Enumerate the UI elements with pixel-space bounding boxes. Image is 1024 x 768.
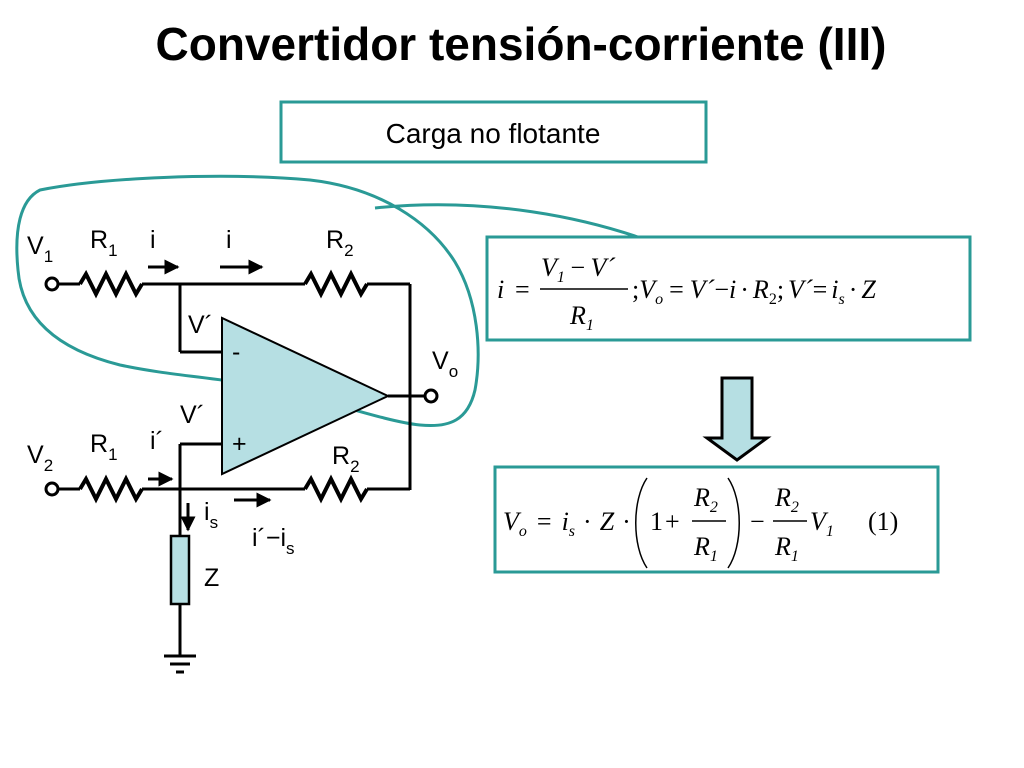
subtitle-text: Carga no flotante: [386, 118, 601, 149]
equation-box-2: Vo=is·Z· 1+ R2 R1 − R2 R1 V1 (1): [493, 465, 940, 574]
label-z: Z: [204, 564, 219, 592]
label-i-right: i: [226, 226, 232, 254]
resistor-r2-top: [303, 269, 369, 299]
eq2-right-paren: [727, 477, 740, 569]
eq1-equals: =: [515, 275, 530, 304]
eq2-one-plus: 1+: [650, 507, 680, 536]
opamp-plus-sign: +: [232, 430, 247, 458]
opamp-triangle: [221, 316, 391, 476]
eq1-num: V1−V´: [541, 253, 616, 286]
terminal-vo: [423, 388, 439, 404]
down-arrow-icon: [702, 376, 772, 462]
subtitle-box: [279, 100, 708, 164]
eq2-frac1-num: R2: [693, 483, 718, 516]
label-i-prime-minus-is: i´−is: [252, 524, 295, 558]
opamp-minus-sign: -: [232, 338, 240, 366]
label-r1-top: R1: [90, 226, 118, 260]
label-r1-bottom: R1: [90, 430, 118, 464]
eq2-frac2-den: R1: [774, 532, 799, 565]
label-v-prime-top: V´: [188, 311, 213, 339]
eq1-i: i: [497, 275, 504, 304]
label-r2-top: R2: [326, 226, 354, 260]
label-i-prime: i´: [150, 427, 164, 455]
resistor-r2-bottom: [303, 474, 369, 504]
load-impedance-z: [169, 534, 191, 606]
terminal-v1: [44, 276, 60, 292]
resistor-r1-bottom: [78, 474, 144, 504]
label-vo: Vo: [432, 347, 458, 381]
eq1-rest: ;Vo=V´−i·R2;V´=is·Z: [632, 275, 876, 308]
eq2-frac1-den: R1: [693, 532, 718, 565]
equation-box-1: i = V1−V´ R1 ;Vo=V´−i·R2;V´=is·Z: [485, 235, 972, 342]
label-i-left: i: [150, 226, 156, 254]
lasso-outline: [15, 174, 480, 428]
circuit-diagram: - +: [15, 174, 702, 674]
label-v2: V2: [27, 441, 53, 475]
label-v1: V1: [27, 232, 53, 266]
terminal-v2: [44, 481, 60, 497]
label-is: is: [204, 498, 218, 532]
eq2-frac2-num: R2: [774, 483, 799, 516]
resistor-r1-top: [78, 269, 144, 299]
label-r2-bottom: R2: [332, 442, 360, 476]
eq2-tag: (1): [868, 507, 898, 536]
ground-icon: [164, 654, 196, 674]
eq2-minus: −: [750, 507, 765, 536]
eq2-left: Vo=is·Z·: [503, 507, 631, 540]
eq2-left-paren: [635, 477, 648, 569]
eq1-den: R1: [569, 301, 594, 334]
label-v-prime-bottom: V´: [180, 401, 205, 429]
slide-title: Convertidor tensión-corriente (III): [156, 18, 887, 70]
eq2-v1: V1: [810, 507, 834, 540]
